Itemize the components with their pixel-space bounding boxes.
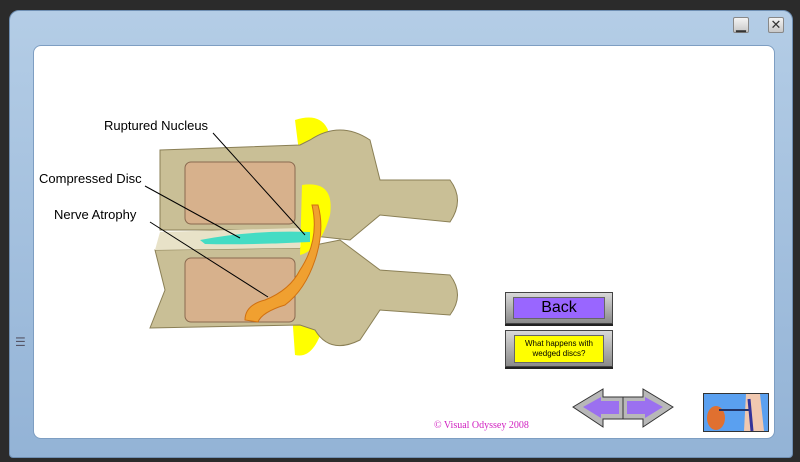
wedged-discs-button[interactable]: What happens with wedged discs? bbox=[505, 330, 613, 367]
close-button[interactable]: ✕ bbox=[768, 17, 784, 33]
minimize-button[interactable]: ▁ bbox=[733, 17, 749, 33]
next-arrow-button[interactable] bbox=[622, 388, 674, 428]
vertebrae bbox=[149, 117, 458, 356]
wedged-discs-label: What happens with wedged discs? bbox=[514, 334, 604, 363]
copyright-text: © Visual Odyssey 2008 bbox=[434, 420, 529, 431]
label-nerve-atrophy: Nerve Atrophy bbox=[54, 207, 137, 222]
leader-lines bbox=[144, 132, 306, 298]
minimize-icon: ▁ bbox=[736, 17, 746, 32]
nav-arrows bbox=[572, 388, 674, 428]
topic-thumbnail-button[interactable] bbox=[703, 393, 769, 432]
content-panel bbox=[33, 45, 775, 439]
anatomy-thumbnail-icon bbox=[707, 394, 764, 431]
label-compressed-disc: Compressed Disc bbox=[39, 171, 142, 186]
back-button-label: Back bbox=[513, 297, 605, 319]
back-button[interactable]: Back bbox=[505, 292, 613, 324]
label-ruptured-nucleus: Ruptured Nucleus bbox=[104, 118, 209, 133]
close-icon: ✕ bbox=[770, 17, 782, 32]
prev-arrow-button[interactable] bbox=[572, 388, 624, 428]
side-handle-icon[interactable]: ☰ bbox=[15, 335, 26, 349]
